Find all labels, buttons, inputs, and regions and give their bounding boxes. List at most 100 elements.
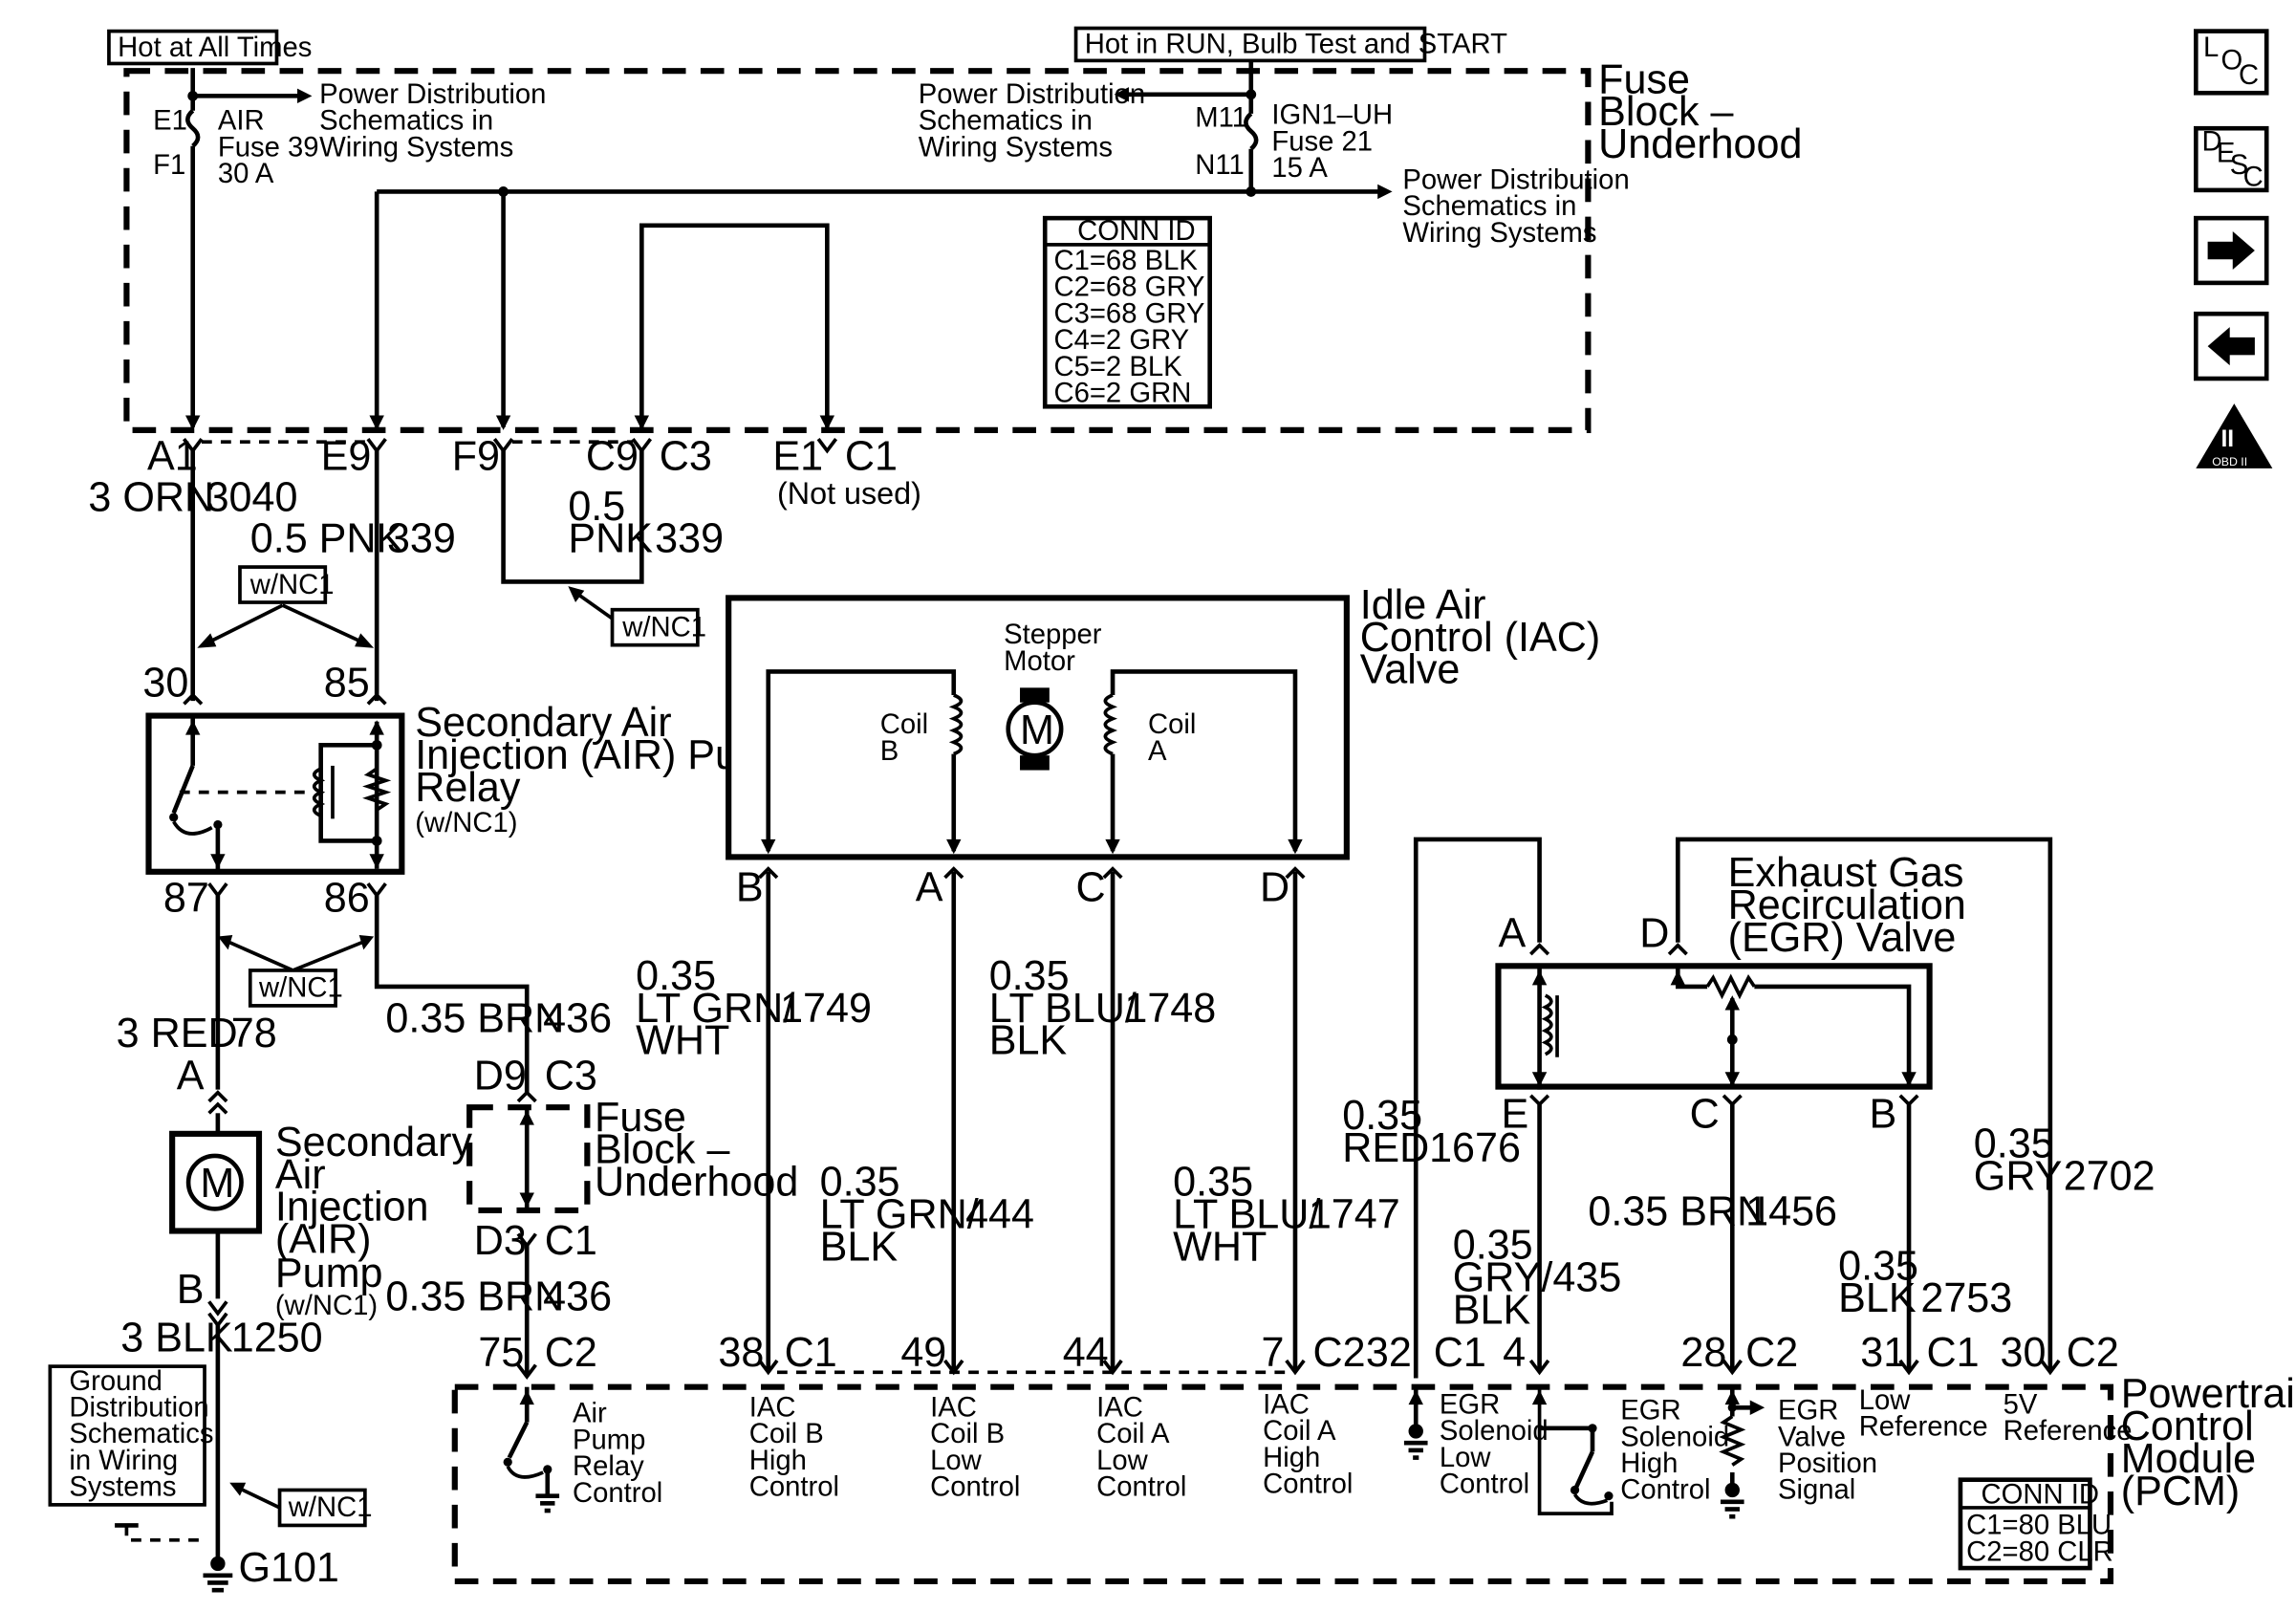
svg-text:Valve: Valve (1778, 1422, 1846, 1452)
svg-text:0.5 PNK: 0.5 PNK (250, 516, 404, 562)
svg-text:Block –: Block – (595, 1127, 729, 1173)
svg-text:A: A (1498, 910, 1526, 956)
egr-pin-labels: A D E C B (1498, 910, 1896, 1137)
fuse-block-underhood-title: Fuse Block – Underhood (1598, 56, 1802, 167)
iac-title: Idle Air Control (IAC) Valve Stepper Mot… (1004, 582, 1600, 693)
svg-text:Fuse 39: Fuse 39 (218, 132, 319, 163)
svg-text:1747: 1747 (1309, 1191, 1400, 1237)
svg-text:Low: Low (1859, 1385, 1912, 1416)
egr-wire-labels: 0.35 RED 1676 0.35 GRY/ BLK 435 0.35 BRN… (1342, 1093, 2155, 1333)
svg-text:LT BLU/: LT BLU/ (1173, 1191, 1320, 1237)
svg-text:Injection: Injection (275, 1185, 429, 1230)
svg-text:1749: 1749 (780, 986, 872, 1032)
svg-text:E9: E9 (321, 433, 372, 479)
svg-text:436: 436 (543, 996, 612, 1042)
svg-text:Hot in RUN, Bulb Test and STAR: Hot in RUN, Bulb Test and START (1085, 30, 1507, 60)
svg-text:LT GRN/: LT GRN/ (820, 1191, 979, 1237)
svg-text:Coil B: Coil B (930, 1419, 1005, 1449)
svg-text:B: B (1869, 1092, 1896, 1138)
svg-text:C2: C2 (2067, 1330, 2119, 1376)
location-button[interactable]: L O C (2193, 29, 2269, 96)
svg-text:Fuse 21: Fuse 21 (1271, 126, 1373, 157)
svg-text:High: High (1620, 1448, 1678, 1479)
svg-text:3040: 3040 (206, 475, 298, 521)
svg-text:49: 49 (900, 1330, 946, 1376)
svg-text:C3: C3 (545, 1054, 597, 1099)
svg-text:CONN ID: CONN ID (1077, 216, 1196, 247)
iac-valve (726, 595, 1350, 860)
svg-text:w/NC1: w/NC1 (258, 973, 343, 1004)
svg-text:OBD II: OBD II (2212, 455, 2247, 468)
svg-text:C2: C2 (1745, 1330, 1798, 1376)
svg-text:Schematics in: Schematics in (319, 106, 493, 137)
svg-text:Underhood: Underhood (1598, 121, 1802, 167)
svg-text:BLK: BLK (1838, 1275, 1917, 1321)
svg-text:0.35: 0.35 (989, 953, 1070, 999)
obd-ii-button[interactable]: II OBD II (2196, 403, 2273, 468)
svg-text:High: High (749, 1446, 807, 1476)
previous-page-button[interactable] (2193, 311, 2269, 381)
svg-text:Fuse: Fuse (1598, 56, 1690, 102)
svg-text:Idle Air: Idle Air (1360, 582, 1486, 628)
svg-text:D: D (2201, 126, 2221, 157)
hot-at-all-times-label: Hot at All Times (107, 29, 312, 66)
svg-text:C9: C9 (586, 433, 639, 479)
wire-labels-pump: 3 RED 78 0.35 BRN 436 A B (117, 996, 612, 1313)
svg-text:Power Distribution: Power Distribution (919, 79, 1145, 110)
svg-text:Coil A: Coil A (1096, 1419, 1170, 1449)
description-button[interactable]: D E S C (2193, 125, 2269, 192)
next-page-button[interactable] (2193, 215, 2269, 286)
ground-g101: G101 (203, 1545, 339, 1593)
pcm-iac-coil-b-high: IAC Coil B High Control (749, 1392, 839, 1502)
svg-text:Hot at All Times: Hot at All Times (118, 33, 312, 63)
svg-text:7: 7 (1262, 1330, 1285, 1376)
svg-text:Control: Control (1620, 1475, 1710, 1506)
pcm-low-reference: Low Reference (1859, 1385, 1988, 1443)
svg-text:1456: 1456 (1745, 1188, 1837, 1234)
svg-text:Coil B: Coil B (749, 1419, 824, 1449)
svg-text:436: 436 (543, 1274, 612, 1320)
pcm-module (451, 1383, 2114, 1585)
svg-text:Control: Control (573, 1478, 662, 1509)
power-dist-ref-3: Power Distribution Schematics in Wiring … (1402, 164, 1629, 248)
svg-text:3 RED: 3 RED (117, 1011, 238, 1056)
svg-text:II: II (2220, 426, 2234, 452)
fuse-block-pin-labels: A1 E9 F9 C9 C3 E1 C1 (Not used) (147, 433, 921, 510)
svg-text:Pump: Pump (573, 1425, 645, 1455)
svg-text:0.35: 0.35 (1342, 1093, 1422, 1139)
svg-text:C1=68 BLK: C1=68 BLK (1053, 246, 1198, 276)
svg-text:C1: C1 (845, 433, 898, 479)
ign-fuse-labels: M11 N11 IGN1–UH Fuse 21 15 A (1195, 100, 1393, 184)
arrow-right-icon (1377, 184, 1393, 200)
svg-text:B: B (736, 865, 764, 911)
motor-icon: M (200, 1161, 234, 1207)
svg-text:85: 85 (324, 661, 370, 707)
svg-text:C5=2 BLK: C5=2 BLK (1053, 352, 1182, 382)
svg-text:A1: A1 (147, 433, 198, 479)
svg-text:BLK: BLK (820, 1224, 899, 1270)
svg-text:Stepper: Stepper (1004, 620, 1102, 650)
arrow-left-icon (2207, 327, 2255, 366)
svg-text:(w/NC1): (w/NC1) (275, 1291, 378, 1321)
svg-text:Powertrain: Powertrain (2121, 1371, 2296, 1417)
svg-text:C: C (2243, 162, 2264, 192)
svg-text:in Wiring: in Wiring (69, 1446, 178, 1476)
svg-text:86: 86 (324, 875, 370, 921)
svg-text:Underhood: Underhood (595, 1160, 798, 1206)
svg-text:Control: Control (2121, 1404, 2254, 1449)
hot-in-run-label: Hot in RUN, Bulb Test and START (1073, 26, 1507, 63)
svg-text:Schematics in: Schematics in (1402, 191, 1576, 222)
svg-text:Power Distribution: Power Distribution (319, 79, 546, 110)
svg-text:M: M (1020, 708, 1054, 753)
svg-text:EGR: EGR (1440, 1389, 1500, 1420)
fuse-block-pin-arrows (185, 415, 835, 430)
svg-text:Signal: Signal (1778, 1475, 1855, 1506)
svg-text:GRY: GRY (1974, 1153, 2063, 1199)
svg-text:0.35: 0.35 (1453, 1223, 1533, 1269)
svg-text:Coil A: Coil A (1263, 1416, 1336, 1447)
svg-text:C2=80 CLR: C2=80 CLR (1966, 1536, 2113, 1567)
svg-text:LT BLU/: LT BLU/ (989, 986, 1137, 1032)
iac-pin-arrows: B A C D (736, 838, 1306, 911)
stepper-motor-icon: M (1006, 687, 1064, 771)
power-dist-ref-1: Power Distribution Schematics in Wiring … (319, 79, 546, 163)
